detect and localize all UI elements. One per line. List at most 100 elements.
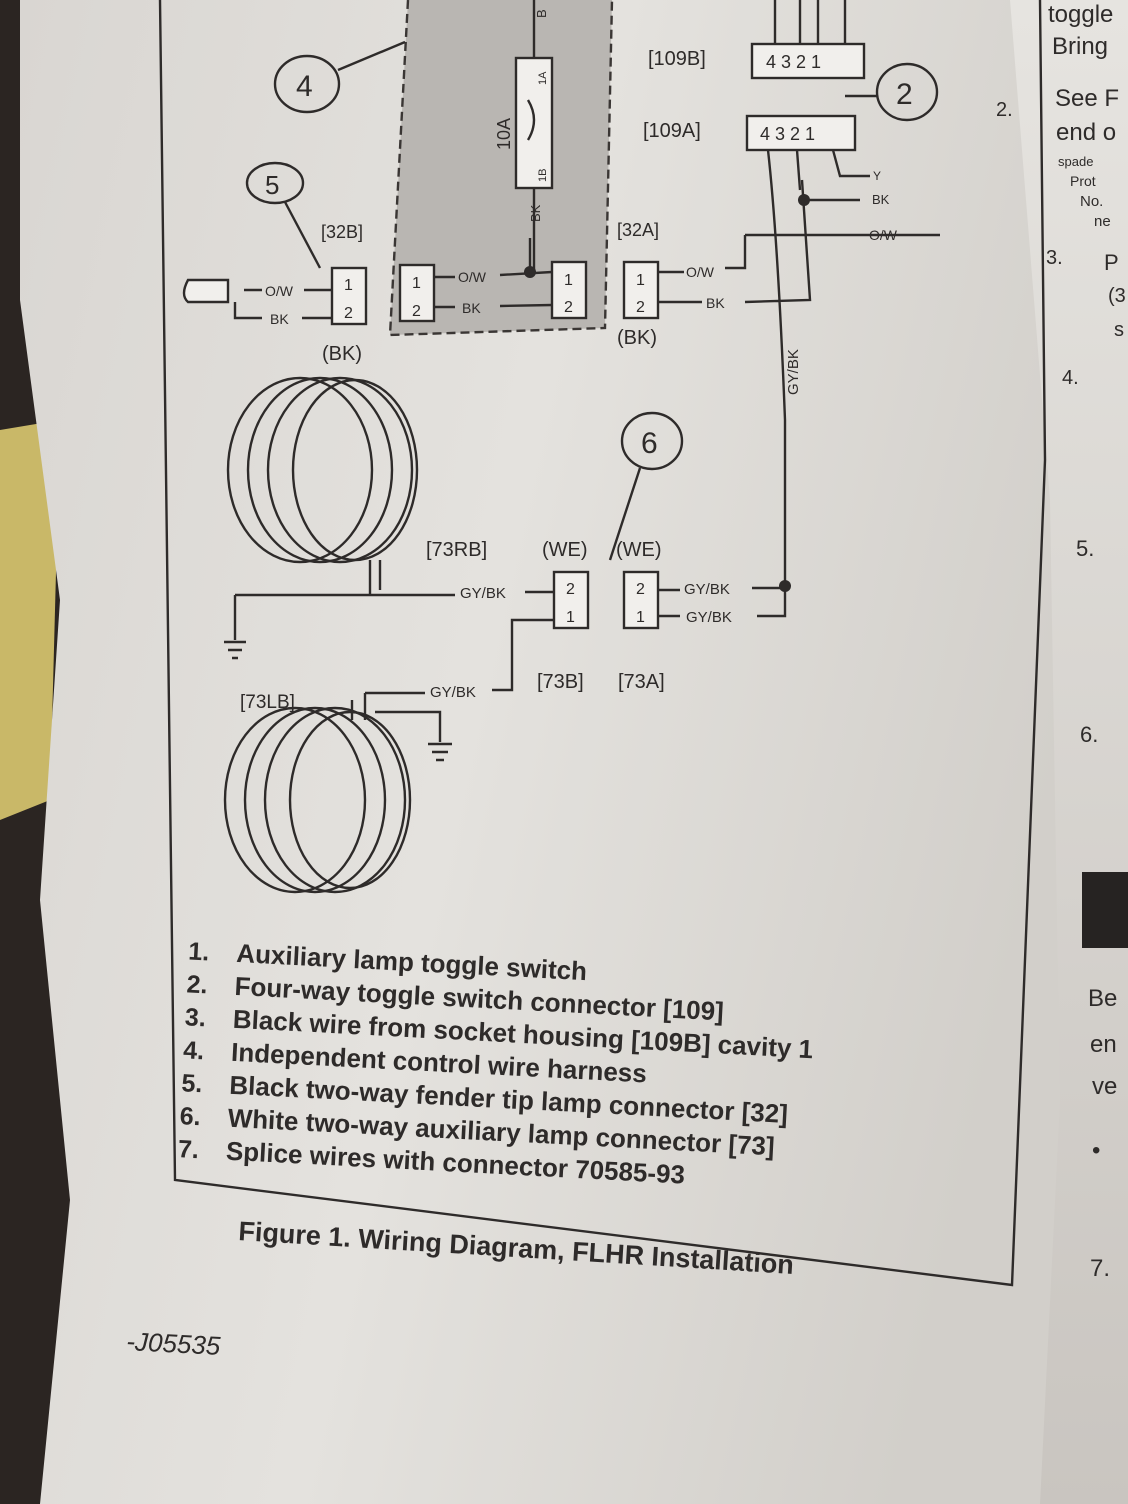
legend-number: 6. xyxy=(179,1102,201,1131)
legend-number: 7. xyxy=(177,1135,199,1164)
page-text: en xyxy=(1090,1031,1117,1058)
paper-sheet xyxy=(20,0,1128,1504)
step-number: 2. xyxy=(996,99,1013,121)
step-number: 4. xyxy=(1062,367,1079,389)
legend-number: 1. xyxy=(188,937,210,966)
connector-32a xyxy=(622,260,660,320)
page-text: No. xyxy=(1080,193,1103,210)
wire-label: GY/BK xyxy=(686,609,732,626)
fuse-top-label: 1A xyxy=(537,71,549,85)
wire-label: O/W xyxy=(458,269,487,285)
wire-label: BK xyxy=(462,300,481,316)
wire-label: GY/BK xyxy=(460,585,506,602)
svg-text:2: 2 xyxy=(636,581,645,598)
connector-32a-label: [32A] xyxy=(617,220,659,240)
step-number: 7. xyxy=(1090,1255,1110,1282)
callout-5-label: 5 xyxy=(265,170,279,200)
wire-label: O/W xyxy=(869,227,898,243)
left-auxiliary-lamp xyxy=(223,706,412,894)
callout-6 xyxy=(620,411,684,471)
black-warning-box xyxy=(1082,872,1128,948)
wire-label: BK xyxy=(706,295,725,311)
connector-73a-label: [73A] xyxy=(618,671,665,693)
harness-box xyxy=(388,0,614,337)
wire-label: GY/BK xyxy=(785,349,802,395)
wire-label: BK xyxy=(872,192,890,207)
svg-text:2: 2 xyxy=(564,299,573,316)
legend-number: 5. xyxy=(181,1069,203,1098)
page-text: See F xyxy=(1055,85,1119,112)
page-text: • xyxy=(1092,1137,1100,1164)
svg-text:1: 1 xyxy=(344,277,353,294)
callout-5 xyxy=(245,161,305,205)
connector-32b xyxy=(330,266,368,326)
connector-109b-label: [109B] xyxy=(648,48,706,70)
fuse-bottom-label: 1B xyxy=(537,169,549,182)
connector-73rb-label: [73RB] xyxy=(426,539,487,561)
page-text: spade xyxy=(1058,154,1093,169)
callout-4-label: 4 xyxy=(296,70,313,103)
connector-109a-label: [109A] xyxy=(643,120,701,142)
right-page xyxy=(1010,0,1128,1504)
callout-4 xyxy=(273,54,341,114)
fuse-rating: 10A xyxy=(494,118,514,150)
wire-label: O/W xyxy=(686,264,715,280)
wire-label: BK xyxy=(528,204,543,222)
pin-numbers: 4 3 2 1 xyxy=(766,52,821,72)
svg-text:1: 1 xyxy=(564,272,573,289)
legend-number: 2. xyxy=(186,970,208,999)
svg-text:1: 1 xyxy=(636,609,645,626)
page-text: ne xyxy=(1094,213,1111,230)
page-text: P xyxy=(1104,250,1119,275)
ground-icon xyxy=(428,742,452,762)
harness-connector-32 xyxy=(398,263,436,323)
housing-color-label: (WE) xyxy=(616,539,662,561)
figure-frame xyxy=(158,0,1047,1287)
connector-73b xyxy=(552,570,590,630)
svg-text:1: 1 xyxy=(412,275,421,292)
harness-connector-32-b xyxy=(550,260,588,320)
callout-2 xyxy=(875,62,939,122)
legend-number: 3. xyxy=(184,1003,206,1032)
page-text: (3 xyxy=(1108,285,1126,307)
fender-tip-lamp xyxy=(182,278,230,304)
page-text: Bring xyxy=(1052,33,1108,60)
right-page-text: toggle Bring See F end o spade Prot No. … xyxy=(996,1,1126,1282)
connector-32b-label: [32B] xyxy=(321,222,363,242)
step-number: 5. xyxy=(1076,536,1094,561)
callout-2-label: 2 xyxy=(896,78,913,111)
housing-color-label: (WE) xyxy=(542,539,588,561)
svg-text:1: 1 xyxy=(636,272,645,289)
wire-label: O/W xyxy=(265,283,294,299)
svg-text:2: 2 xyxy=(566,581,575,598)
housing-color-label: (BK) xyxy=(322,343,362,365)
right-auxiliary-lamp xyxy=(226,376,419,564)
page-text: s xyxy=(1114,319,1124,341)
connector-73b-label: [73B] xyxy=(537,671,584,693)
ground-icon xyxy=(224,640,246,660)
svg-text:2: 2 xyxy=(412,303,421,320)
legend-number: 4. xyxy=(183,1036,205,1065)
step-number: 3. xyxy=(1046,247,1063,269)
wire-label: BK xyxy=(270,311,289,327)
page-text: ve xyxy=(1092,1073,1117,1100)
figure-id: -J05535 xyxy=(126,1326,222,1361)
page-text: end o xyxy=(1056,119,1116,146)
housing-color-label: (BK) xyxy=(617,327,657,349)
connector-73a xyxy=(622,570,660,630)
connector-109a xyxy=(745,114,857,152)
wire-label: B xyxy=(534,9,549,18)
connector-73lb-label: [73LB] xyxy=(240,692,295,713)
pin-numbers: 4 3 2 1 xyxy=(760,124,815,144)
svg-text:2: 2 xyxy=(636,299,645,316)
wire-label: GY/BK xyxy=(684,581,730,598)
connector-109b xyxy=(750,42,866,80)
svg-text:2: 2 xyxy=(344,305,353,322)
page-text: Be xyxy=(1088,985,1117,1012)
wire-label: GY/BK xyxy=(430,684,476,701)
step-number: 6. xyxy=(1080,722,1098,747)
svg-text:1: 1 xyxy=(566,609,575,626)
fabric xyxy=(0,420,60,820)
page-text: Prot xyxy=(1070,173,1096,189)
